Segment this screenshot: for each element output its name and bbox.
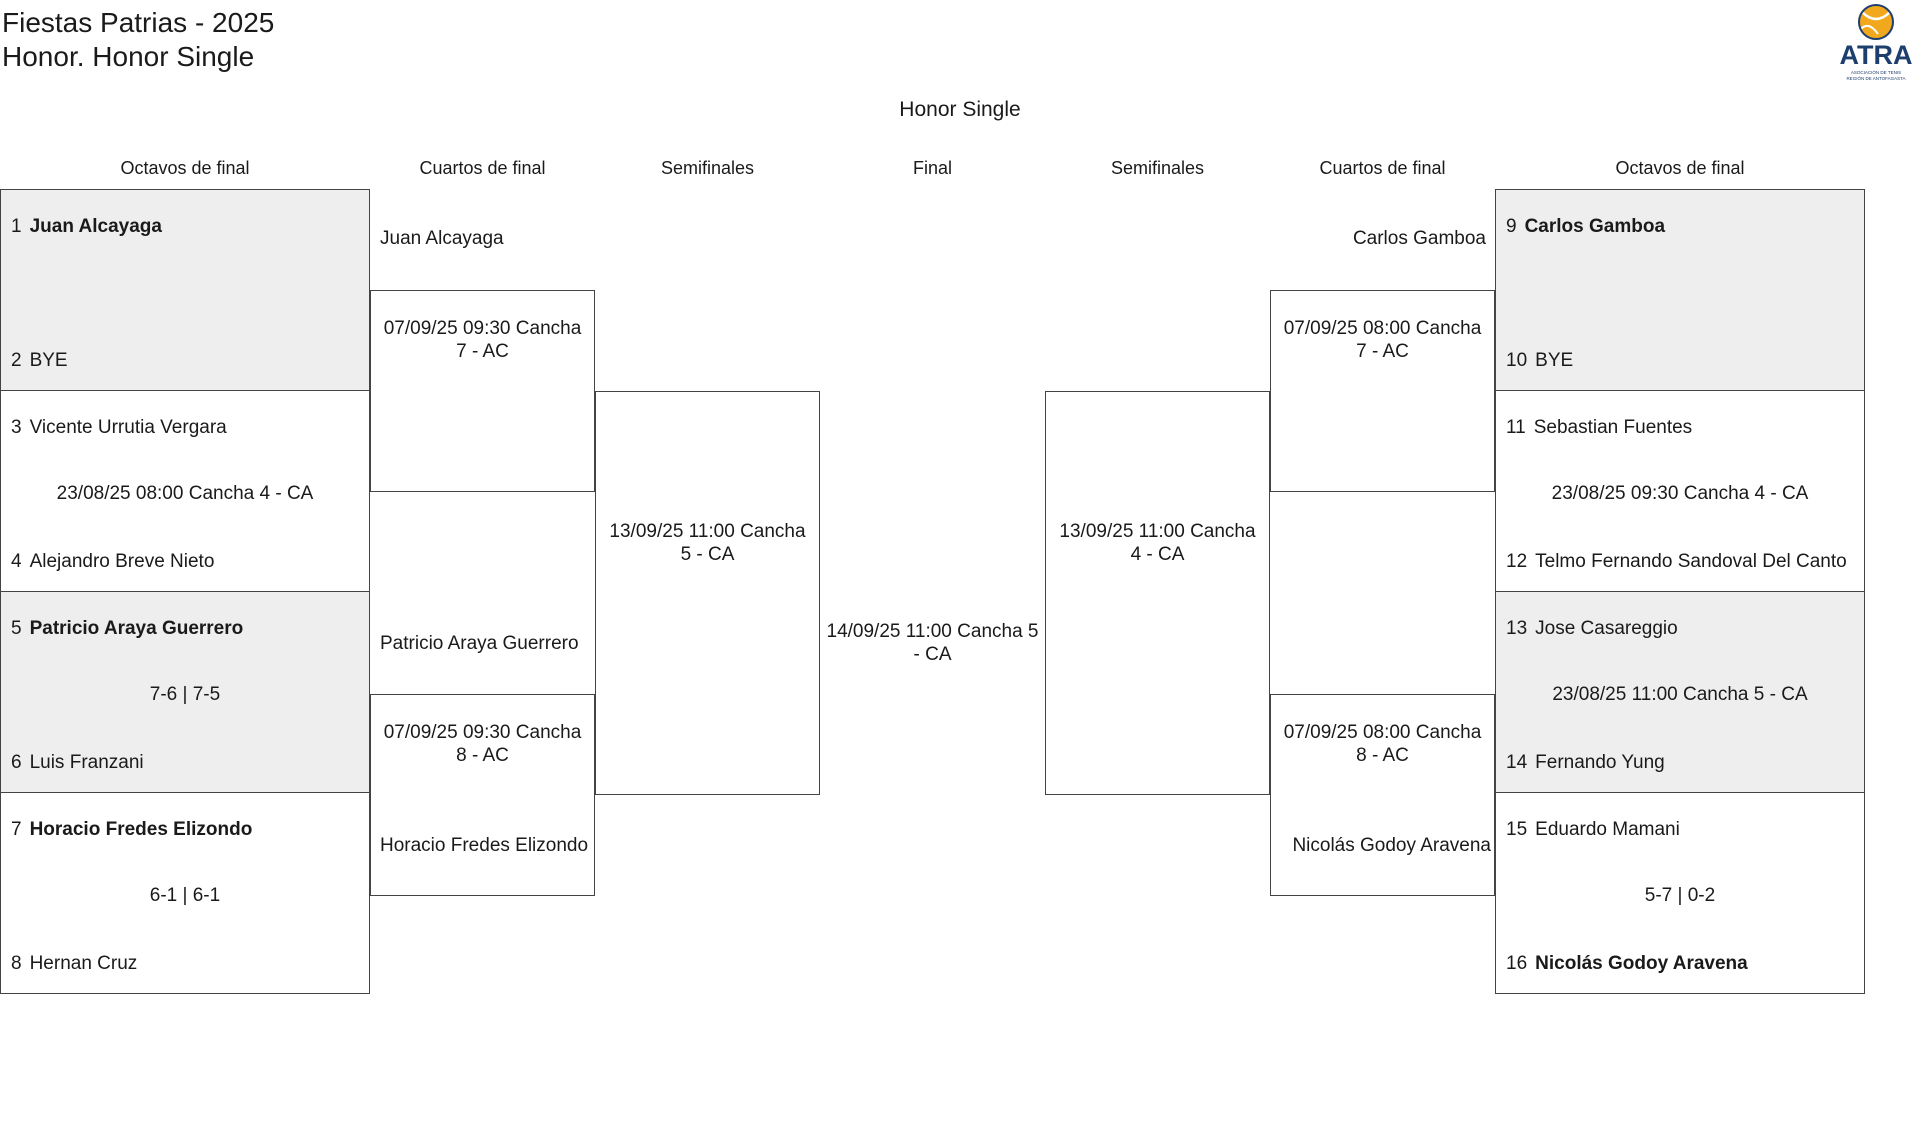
player-name: BYE <box>29 350 68 371</box>
match-right-sf[interactable]: 13/09/25 11:00 Cancha 4 - CA <box>1045 391 1270 795</box>
match-info: 07/09/25 08:00 Cancha 8 - AC <box>1283 722 1482 766</box>
header-right-r16: Octavos de final <box>1615 158 1745 178</box>
qf-left-2-player-bottom[interactable]: Horacio Fredes Elizondo <box>380 835 589 856</box>
seed-number: 3 <box>11 417 22 438</box>
header-right-qf: Cuartos de final <box>1319 158 1446 178</box>
final-match-info[interactable]: 14/09/25 11:00 Cancha 5 - CA <box>826 621 1039 665</box>
match-right-qf-1[interactable]: 07/09/25 08:00 Cancha 7 - AC <box>1270 290 1495 492</box>
player-slot: 5 Patricio Araya Guerrero <box>11 618 243 640</box>
match-right-qf-2[interactable]: 07/09/25 08:00 Cancha 8 - AC <box>1270 694 1495 896</box>
player-slot: 9 Carlos Gamboa <box>1506 216 1665 238</box>
match-left-r16-4[interactable]: 7 Horacio Fredes Elizondo 6-1 | 6-1 8 Hern… <box>0 792 370 994</box>
seed-number: 9 <box>1506 216 1517 237</box>
header-left-sf: Semifinales <box>660 158 755 178</box>
player-name[interactable]: Sebastian Fuentes <box>1533 417 1693 438</box>
seed-number: 4 <box>11 551 22 572</box>
player-slot: 7 Horacio Fredes Elizondo <box>11 819 252 841</box>
player-slot: 13 Jose Casareggio <box>1506 618 1678 640</box>
player-slot: 15 Eduardo Mamani <box>1506 819 1680 841</box>
player-name: BYE <box>1535 350 1574 371</box>
atra-logo: ATRA ASOCIACIÓN DE TENIS REGIÓN DE ANTOF… <box>1838 0 1914 84</box>
match-left-r16-3[interactable]: 5 Patricio Araya Guerrero 7-6 | 7-5 6 Luis… <box>0 591 370 793</box>
player-slot: 6 Luis Franzani <box>11 752 144 774</box>
seed-number: 6 <box>11 752 22 773</box>
match-info: 13/09/25 11:00 Cancha 5 - CA <box>609 521 806 565</box>
match-right-r16-3[interactable]: 13 Jose Casareggio 23/08/25 11:00 Cancha … <box>1495 591 1865 793</box>
match-info: 07/09/25 09:30 Cancha 7 - AC <box>383 318 582 362</box>
header-left-qf: Cuartos de final <box>419 158 546 178</box>
match-left-r16-2[interactable]: 3 Vicente Urrutia Vergara 23/08/25 08:00 … <box>0 390 370 592</box>
player-name[interactable]: Alejandro Breve Nieto <box>29 551 215 572</box>
seed-number: 15 <box>1506 819 1528 840</box>
svg-text:REGIÓN DE ANTOFAGASTA: REGIÓN DE ANTOFAGASTA <box>1846 75 1905 81</box>
seed-number: 5 <box>11 618 22 639</box>
qf-right-2-player-bottom[interactable]: Nicolás Godoy Aravena <box>1292 835 1491 856</box>
seed-number: 16 <box>1506 953 1528 974</box>
svg-text:ASOCIACIÓN DE TENIS: ASOCIACIÓN DE TENIS <box>1851 69 1901 75</box>
seed-number: 14 <box>1506 752 1528 773</box>
player-slot: 1 Juan Alcayaga <box>11 216 162 238</box>
match-info: 07/09/25 09:30 Cancha 8 - AC <box>383 722 582 766</box>
event-title: Fiestas Patrias - 2025 <box>2 7 275 38</box>
player-name[interactable]: Carlos Gamboa <box>1524 216 1666 237</box>
qf-right-1-player-top[interactable]: Carlos Gamboa <box>1352 228 1486 249</box>
match-right-r16-4[interactable]: 15 Eduardo Mamani 5-7 | 0-2 16 Nicolás God… <box>1495 792 1865 994</box>
player-slot: 10 BYE <box>1506 350 1573 372</box>
match-left-sf[interactable]: 13/09/25 11:00 Cancha 5 - CA <box>595 391 820 795</box>
header-final: Final <box>912 158 952 178</box>
seed-number: 2 <box>11 350 22 371</box>
player-name[interactable]: Jose Casareggio <box>1535 618 1678 639</box>
match-info: 07/09/25 08:00 Cancha 7 - AC <box>1283 318 1482 362</box>
category-title: Honor. Honor Single <box>2 41 255 72</box>
match-left-qf-1[interactable]: 07/09/25 09:30 Cancha 7 - AC <box>370 290 595 492</box>
player-name[interactable]: Patricio Araya Guerrero <box>29 618 244 639</box>
seed-number: 7 <box>11 819 22 840</box>
player-slot: 12 Telmo Fernando Sandoval Del Canto <box>1506 551 1847 573</box>
player-slot: 4 Alejandro Breve Nieto <box>11 551 214 573</box>
match-info: 13/09/25 11:00 Cancha 4 - CA <box>1059 521 1256 565</box>
player-slot: 11 Sebastian Fuentes <box>1506 417 1692 439</box>
player-name[interactable]: Nicolás Godoy Aravena <box>1535 953 1748 974</box>
bracket-title: Honor Single <box>899 98 1021 121</box>
player-slot: 16 Nicolás Godoy Aravena <box>1506 953 1748 975</box>
player-name[interactable]: Fernando Yung <box>1535 752 1665 773</box>
player-name[interactable]: Horacio Fredes Elizondo <box>29 819 253 840</box>
match-left-r16-1[interactable]: 1 Juan Alcayaga 2 BYE <box>0 189 370 391</box>
seed-number: 10 <box>1506 350 1528 371</box>
match-left-qf-2[interactable]: 07/09/25 09:30 Cancha 8 - AC <box>370 694 595 896</box>
seed-number: 8 <box>11 953 22 974</box>
match-score: 5-7 | 0-2 <box>1644 885 1716 906</box>
tennis-ball-icon <box>1858 4 1894 40</box>
match-right-r16-1[interactable]: 9 Carlos Gamboa 10 BYE <box>1495 189 1865 391</box>
qf-left-1-player-top[interactable]: Juan Alcayaga <box>380 228 504 249</box>
match-info: 23/08/25 11:00 Cancha 5 - CA <box>1552 684 1808 705</box>
player-name[interactable]: Eduardo Mamani <box>1535 819 1680 840</box>
logo-text: ATRA <box>1840 40 1913 70</box>
seed-number: 1 <box>11 216 22 237</box>
header-left-r16: Octavos de final <box>120 158 250 178</box>
player-name[interactable]: Hernan Cruz <box>29 953 138 974</box>
player-name[interactable]: Juan Alcayaga <box>29 216 162 237</box>
player-slot: 8 Hernan Cruz <box>11 953 137 975</box>
match-score: 6-1 | 6-1 <box>149 885 221 906</box>
player-name[interactable]: Luis Franzani <box>29 752 144 773</box>
player-slot: 3 Vicente Urrutia Vergara <box>11 417 227 439</box>
match-right-r16-2[interactable]: 11 Sebastian Fuentes 23/08/25 09:30 Canch… <box>1495 390 1865 592</box>
qf-left-2-player-top[interactable]: Patricio Araya Guerrero <box>380 633 579 654</box>
match-info: 23/08/25 08:00 Cancha 4 - CA <box>56 483 314 504</box>
match-info: 23/08/25 09:30 Cancha 4 - CA <box>1551 483 1809 504</box>
header-right-sf: Semifinales <box>1110 158 1205 178</box>
player-slot: 2 BYE <box>11 350 68 372</box>
player-name[interactable]: Telmo Fernando Sandoval Del Canto <box>1535 551 1847 572</box>
player-name[interactable]: Vicente Urrutia Vergara <box>29 417 227 438</box>
seed-number: 12 <box>1506 551 1528 572</box>
seed-number: 13 <box>1506 618 1528 639</box>
player-slot: 14 Fernando Yung <box>1506 752 1665 774</box>
match-score: 7-6 | 7-5 <box>149 684 221 705</box>
seed-number: 11 <box>1506 417 1526 438</box>
